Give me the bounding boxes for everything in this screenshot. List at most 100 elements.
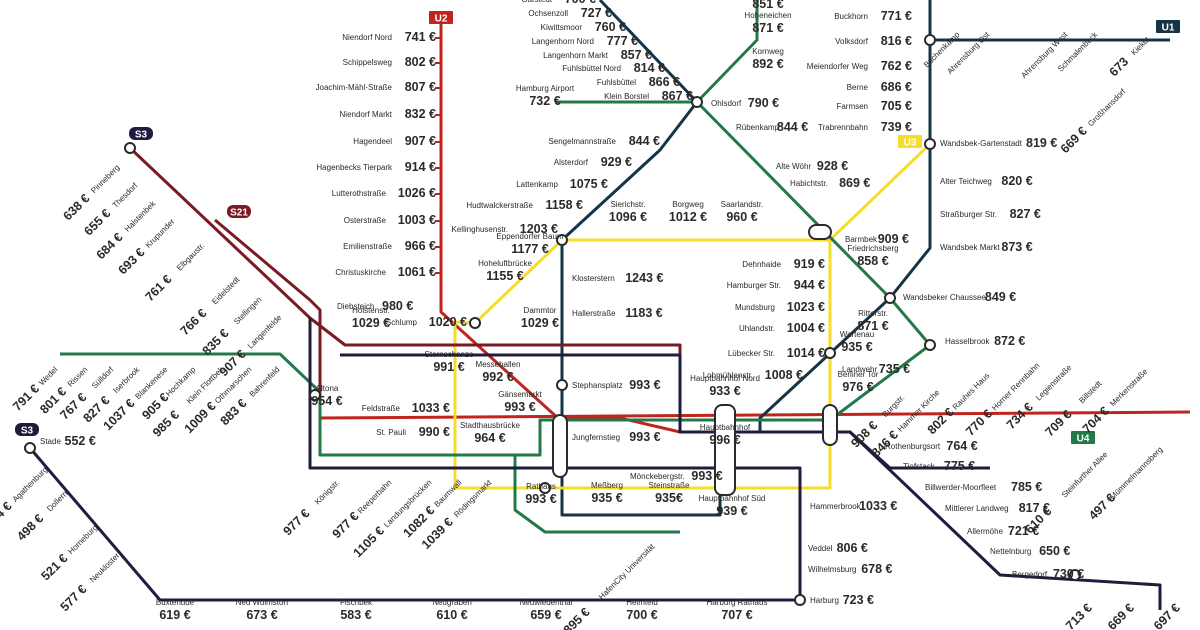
station-price: 895 € [561, 605, 593, 630]
line-tag-label: U1 [1162, 23, 1175, 34]
station-name: Kornweg [752, 47, 784, 56]
station-price: 993 € [629, 378, 660, 392]
station-name: Wandsbeker Chaussee [903, 293, 986, 302]
station-name: Hauptbahnhof Süd [699, 494, 766, 503]
station-name: Meiendorfer Weg [807, 62, 868, 71]
station-price: 935 € [591, 491, 622, 505]
interchange-node [124, 142, 136, 154]
station-name: Halstenbek [123, 198, 158, 233]
station-price: 577 € [58, 582, 90, 614]
station-price: 871 € [752, 21, 783, 35]
station-name: Wandsbek-Gartenstadt [940, 139, 1023, 148]
station-name: Joachim-Mähl-Straße [316, 83, 393, 92]
station-name: Barmbek [845, 235, 878, 244]
line-tag-u3: U3 [898, 135, 922, 149]
line-u4 [60, 0, 932, 457]
station-price: 851 € [752, 0, 783, 11]
station-price: 977 € [280, 506, 312, 538]
station-price: 504 € [0, 499, 15, 531]
station-price: 993 € [629, 430, 660, 444]
station-price: 817 € [1019, 501, 1050, 515]
station-name: Jungfernstieg [572, 433, 620, 442]
interchange-node [884, 292, 896, 304]
line-tag-s3_left: S3 [15, 423, 39, 437]
station-price: 857 € [621, 48, 652, 62]
line-tag-label: S21 [230, 208, 248, 219]
station-price: 770 € [963, 407, 995, 439]
station-price: 659 € [530, 608, 561, 622]
station-name: Fuhlsbüttel [597, 78, 636, 87]
station-name: Rauhes Haus [951, 371, 992, 412]
station-name: St. Pauli [376, 428, 406, 437]
station-price: 844 € [629, 134, 660, 148]
interchange-node [924, 138, 936, 150]
station-name: Schlump [386, 318, 418, 327]
station-price: 730 € [1053, 567, 1084, 581]
station-price: 678 € [861, 562, 892, 576]
station-price: 832 € [405, 107, 436, 121]
station-name: Hudtwalckerstraße [466, 201, 533, 210]
interchange-node [924, 34, 936, 46]
station-name: Ochsenzoll [528, 9, 568, 18]
station-price: 820 € [1001, 174, 1032, 188]
station-name: Neuwiedenthal [520, 598, 573, 607]
line-tag-u1: U1 [1156, 20, 1180, 34]
station-price: 919 € [794, 257, 825, 271]
station-price: 1158 € [545, 198, 583, 212]
station-holstenstr: Holstenstr.1029 € [352, 306, 390, 330]
station-name: Langenfelde [246, 313, 284, 351]
station-name: Christuskirche [335, 268, 386, 277]
station-price: 739 € [881, 120, 912, 134]
station-uhlandstr: Uhlandstr.1004 € [739, 321, 825, 335]
station-name: Königstr. [313, 478, 341, 506]
station-name: Horner Rennbahn [990, 361, 1041, 412]
line-u4-south [513, 453, 680, 534]
line-tag-label: U2 [435, 14, 448, 25]
station-price: 1003 € [398, 213, 436, 227]
station-price: 928 € [817, 159, 848, 173]
station-bottom-b1: 713 € [1063, 601, 1095, 630]
station-name: Friedrichsberg [847, 244, 898, 253]
station-price: 735 € [879, 362, 910, 376]
station-price: 1033 € [859, 499, 897, 513]
station-price: 713 € [1063, 601, 1095, 630]
line-u3 [453, 142, 932, 490]
station-name: Dammtor [524, 306, 557, 315]
station-price: 775 € [944, 459, 975, 473]
station-name: Farmsen [836, 102, 868, 111]
station-price: 867 € [662, 89, 693, 103]
station-name: Lutterothstraße [332, 189, 387, 198]
station-name: Thesdorf [111, 181, 140, 210]
station-name: Bahrenfeld [248, 365, 282, 399]
station-luebecker: Lübecker Str.1014 € [728, 346, 825, 360]
station-name: Wedel [37, 365, 59, 387]
station-price: 791 € [10, 382, 42, 414]
